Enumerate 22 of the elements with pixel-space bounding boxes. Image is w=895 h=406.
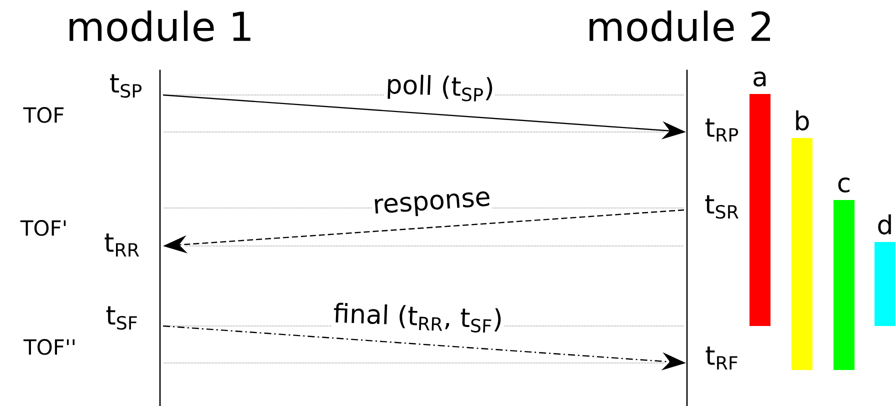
bar-letter: b — [796, 110, 809, 130]
lifeline — [159, 70, 161, 406]
bar-letter: c — [838, 178, 850, 192]
edge-label: poll (t$_{SP}$) — [384, 72, 496, 104]
bar — [750, 94, 770, 326]
time-label: t$_{SP}$ — [110, 74, 142, 98]
bar — [834, 200, 854, 370]
bar — [874, 242, 895, 326]
time-label: t$_{RF}$ — [706, 346, 738, 370]
lifeline — [686, 70, 688, 406]
lifeline-heading: module 2 — [590, 10, 770, 42]
edge-label: response — [371, 190, 493, 220]
time-label: t$_{RP}$ — [706, 118, 738, 142]
edge-label: final (t$_{RR}$, t$_{SF}$) — [332, 302, 504, 334]
interval-label: TOF — [23, 107, 64, 123]
time-label: t$_{SR}$ — [705, 195, 738, 219]
bar-letter: d — [878, 214, 891, 234]
bar-letter: a — [754, 72, 766, 86]
interval-label: TOF'' — [23, 339, 74, 355]
bar — [792, 138, 812, 370]
lifeline-heading: module 1 — [70, 10, 250, 42]
interval-label: TOF' — [20, 220, 66, 236]
